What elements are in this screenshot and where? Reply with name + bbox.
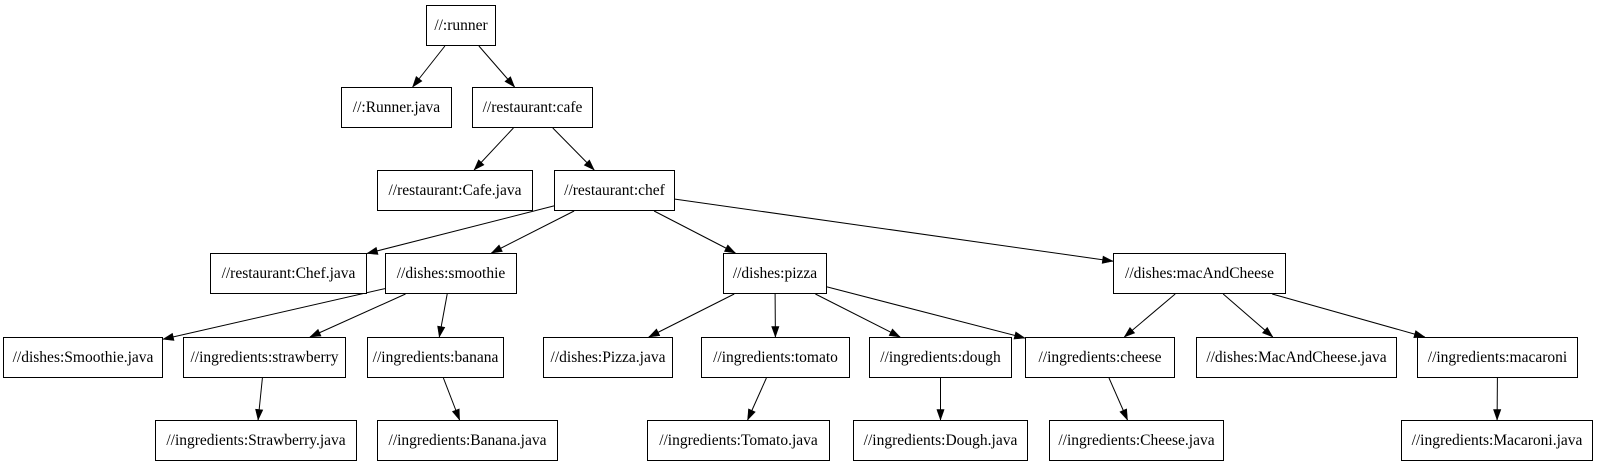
graph-node-chef: //restaurant:chef [554, 170, 675, 211]
edge-runner-to-cafe [478, 45, 516, 88]
graph-node-smoothie_java: //dishes:Smoothie.java [3, 337, 163, 378]
graph-node-pizza: //dishes:pizza [723, 253, 827, 294]
edge-cafe-to-chef [552, 127, 595, 171]
graph-node-mac: //dishes:macAndCheese [1113, 253, 1286, 294]
edge-pizza-to-dough [815, 293, 901, 338]
graph-node-cafe: //restaurant:cafe [472, 87, 593, 128]
edge-banana-to-banana_java [442, 377, 461, 421]
edge-mac-to-cheese [1123, 293, 1176, 338]
edge-smoothie-to-strawberry [309, 293, 406, 338]
graph-node-smoothie: //dishes:smoothie [385, 253, 517, 294]
edge-runner-to-runner_java [412, 45, 446, 88]
edge-mac-to-macaroni [1272, 293, 1426, 338]
edge-smoothie-to-banana [437, 293, 448, 338]
graph-edges [162, 45, 1502, 421]
graph-node-strawberry_java: //ingredients:Strawberry.java [155, 420, 357, 461]
edge-chef-to-pizza [653, 210, 737, 254]
graph-node-macaroni_java: //ingredients:Macaroni.java [1401, 420, 1593, 461]
edge-smoothie-to-smoothie_java [162, 288, 386, 341]
graph-node-cheese: //ingredients:cheese [1025, 337, 1175, 378]
graph-node-pizza_java: //dishes:Pizza.java [543, 337, 673, 378]
edge-tomato-to-tomato_java [747, 377, 767, 421]
graph-node-cheese_java: //ingredients:Cheese.java [1049, 420, 1224, 461]
edge-mac-to-mac_java [1222, 293, 1274, 338]
graph-node-chef_java: //restaurant:Chef.java [210, 253, 367, 294]
graph-node-dough: //ingredients:dough [869, 337, 1012, 378]
graph-node-banana_java: //ingredients:Banana.java [377, 420, 558, 461]
graph-node-tomato_java: //ingredients:Tomato.java [647, 420, 830, 461]
edge-pizza-to-pizza_java [648, 293, 735, 338]
edge-cheese-to-cheese_java [1108, 377, 1128, 421]
edge-strawberry-to-strawberry_java [255, 377, 264, 421]
graph-node-mac_java: //dishes:MacAndCheese.java [1196, 337, 1397, 378]
edge-cafe-to-cafe_java [473, 127, 514, 171]
graph-node-runner_java: //:Runner.java [341, 87, 452, 128]
edge-pizza-to-cheese [826, 286, 1026, 340]
graph-node-macaroni: //ingredients:macaroni [1417, 337, 1578, 378]
graph-node-cafe_java: //restaurant:Cafe.java [377, 170, 533, 211]
edge-chef-to-smoothie [490, 210, 575, 254]
edge-chef-to-chef_java [366, 205, 555, 255]
graph-node-tomato: //ingredients:tomato [701, 337, 850, 378]
graph-node-dough_java: //ingredients:Dough.java [853, 420, 1028, 461]
graph-node-runner: //:runner [426, 5, 496, 46]
graph-node-banana: //ingredients:banana [367, 337, 504, 378]
edge-chef-to-mac [674, 198, 1114, 264]
graph-node-strawberry: //ingredients:strawberry [183, 337, 346, 378]
